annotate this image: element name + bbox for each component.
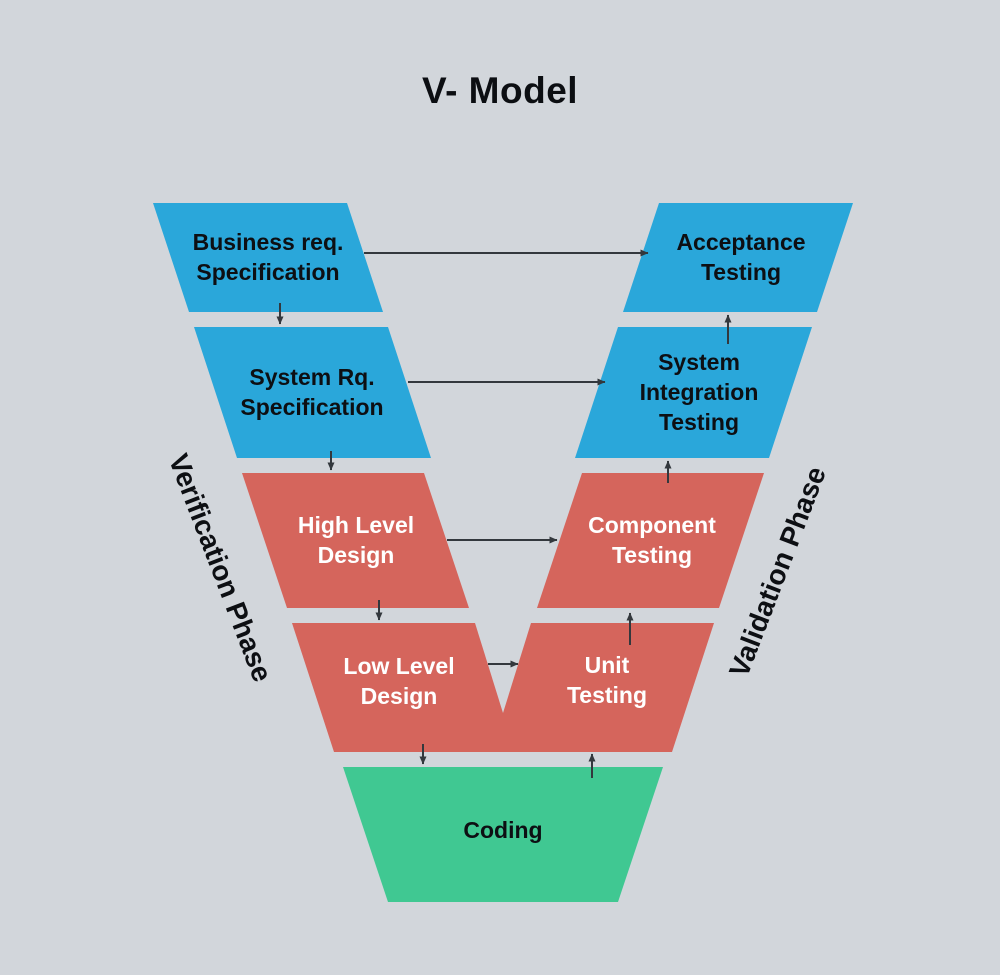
shape-acceptance-testing — [623, 203, 853, 312]
shape-component-testing — [537, 473, 764, 608]
label-unit-testing: Unit Testing — [567, 650, 647, 710]
diagram-title: V- Model — [421, 70, 579, 111]
label-line: Specification — [196, 259, 340, 285]
label-line: Business req. — [192, 229, 344, 255]
label-line: Testing — [611, 542, 693, 568]
shape-coding — [343, 767, 663, 902]
label-high-level-design: High Level Design — [298, 510, 414, 570]
shape-high-level-design — [242, 473, 469, 608]
shape-low-level-design — [292, 623, 503, 752]
label-line: Low Level — [343, 653, 455, 679]
label-line: Acceptance — [676, 229, 806, 255]
label-line: Testing — [566, 682, 648, 708]
label-line: Testing — [658, 409, 740, 435]
label-line: Integration — [639, 379, 759, 405]
label-low-level-design: Low Level Design — [343, 651, 454, 711]
label-line: Design — [317, 542, 395, 568]
label-line: Design — [360, 683, 438, 709]
label-line: Testing — [700, 259, 782, 285]
label-system-rq-specification: System Rq. Specification — [240, 362, 383, 422]
label-line: Component — [588, 512, 716, 538]
label-line: Specification — [240, 394, 384, 420]
label-line: Coding — [463, 817, 543, 843]
label-line: System Rq. — [249, 364, 375, 390]
label-business-req-specification: Business req. Specification — [193, 227, 344, 287]
label-line: High Level — [297, 512, 415, 538]
shape-unit-testing — [503, 623, 714, 752]
shape-system-rq-specification — [194, 327, 431, 458]
label-component-testing: Component Testing — [588, 510, 716, 570]
label-acceptance-testing: Acceptance Testing — [676, 227, 805, 287]
shape-business-req-specification — [153, 203, 383, 312]
label-line: Unit — [584, 652, 630, 678]
shape-system-integration-testing — [575, 327, 812, 458]
label-coding: Coding — [463, 815, 542, 845]
label-system-integration-testing: System Integration Testing — [640, 347, 759, 437]
label-line: System — [658, 349, 740, 375]
